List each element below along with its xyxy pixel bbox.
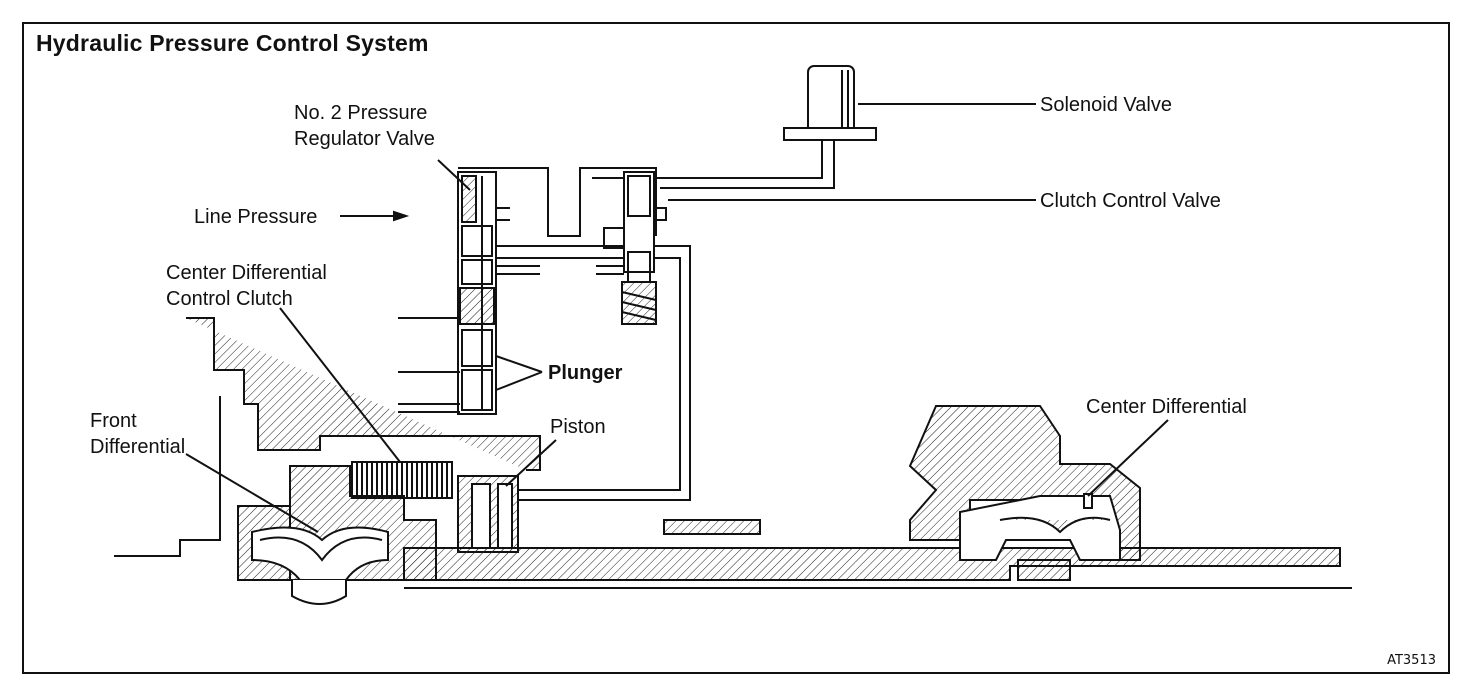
label-front-differential-line2: Differential <box>90 436 186 458</box>
label-plunger: Plunger <box>548 362 623 384</box>
pressure-regulator-valve <box>457 171 497 415</box>
clutch-control-valve <box>603 171 667 325</box>
output-shaft <box>403 519 1352 589</box>
label-center-differential-control-clutch-line2: Control Clutch <box>166 288 293 310</box>
piston <box>457 475 519 553</box>
label-center-differential-control-clutch-line1: Center Differential <box>166 262 327 284</box>
label-no2-pressure-regulator-valve-line1: No. 2 Pressure <box>294 102 428 124</box>
leader-lines <box>185 103 1169 533</box>
label-front-differential-line1: Front <box>90 410 137 432</box>
center-differential-housing <box>908 405 1141 581</box>
label-clutch-control-valve: Clutch Control Valve <box>1040 190 1221 212</box>
label-no2-pressure-regulator-valve-line2: Regulator Valve <box>294 128 435 150</box>
label-solenoid-valve: Solenoid Valve <box>1040 94 1172 116</box>
figure-id: AT3513 <box>1387 653 1436 668</box>
diagram-title: Hydraulic Pressure Control System <box>36 30 429 56</box>
solenoid-valve <box>592 65 877 189</box>
front-differential <box>251 526 389 605</box>
label-line-pressure: Line Pressure <box>194 206 318 228</box>
label-center-differential: Center Differential <box>1086 396 1247 418</box>
label-piston: Piston <box>550 416 606 438</box>
clutch-pack <box>351 461 453 499</box>
